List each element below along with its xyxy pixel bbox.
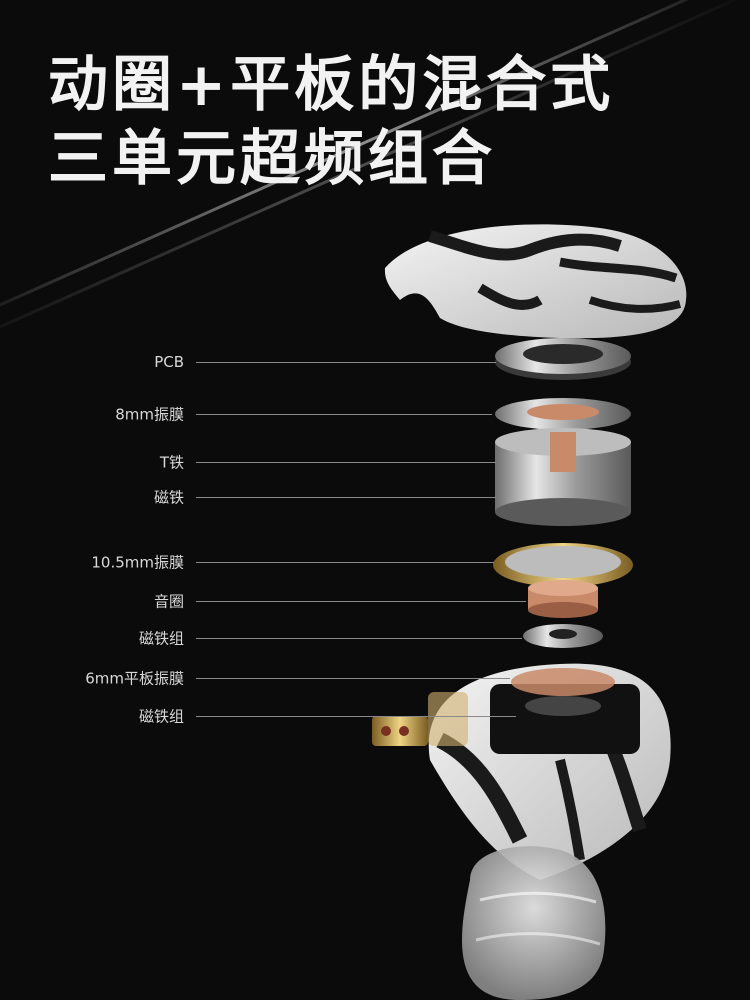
diaphragm-10-5mm [493,543,633,587]
connector-pins [372,692,468,746]
leader-magnet-group-1 [196,638,522,639]
leader-t-iron [196,462,496,463]
magnet-group-1 [523,624,603,648]
leader-magnet [196,497,496,498]
label-magnet-group-2: 磁铁组 [138,707,184,726]
back-cover [384,224,687,339]
t-iron-magnet [495,428,631,526]
headline: 动圈+平板的混合式 三单元超频组合 [48,48,614,196]
label-magnet: 磁铁 [153,488,184,507]
leader-diaphragm-10-5mm [196,562,494,563]
label-pcb: PCB [154,353,184,371]
label-diaphragm-10-5mm: 10.5mm振膜 [91,553,184,572]
label-planar-diaphragm-6mm: 6mm平板振膜 [85,669,184,688]
headline-line-1: 动圈+平板的混合式 [48,50,615,120]
leader-magnet-group-2 [196,716,516,717]
label-voice-coil: 音圈 [153,592,184,611]
ear-tip [462,846,606,1000]
leader-planar-diaphragm-6mm [196,678,510,679]
diaphragm-8mm [495,398,631,430]
headline-line-2: 三单元超频组合 [48,124,496,194]
label-magnet-group-1: 磁铁组 [138,629,184,648]
label-t-iron: T铁 [159,453,184,472]
leader-diaphragm-8mm [196,414,492,415]
leader-voice-coil [196,601,526,602]
front-shell [428,663,671,880]
label-diaphragm-8mm: 8mm振膜 [115,405,184,424]
pcb-board [495,338,631,380]
voice-coil [528,580,598,618]
leader-pcb [196,362,496,363]
